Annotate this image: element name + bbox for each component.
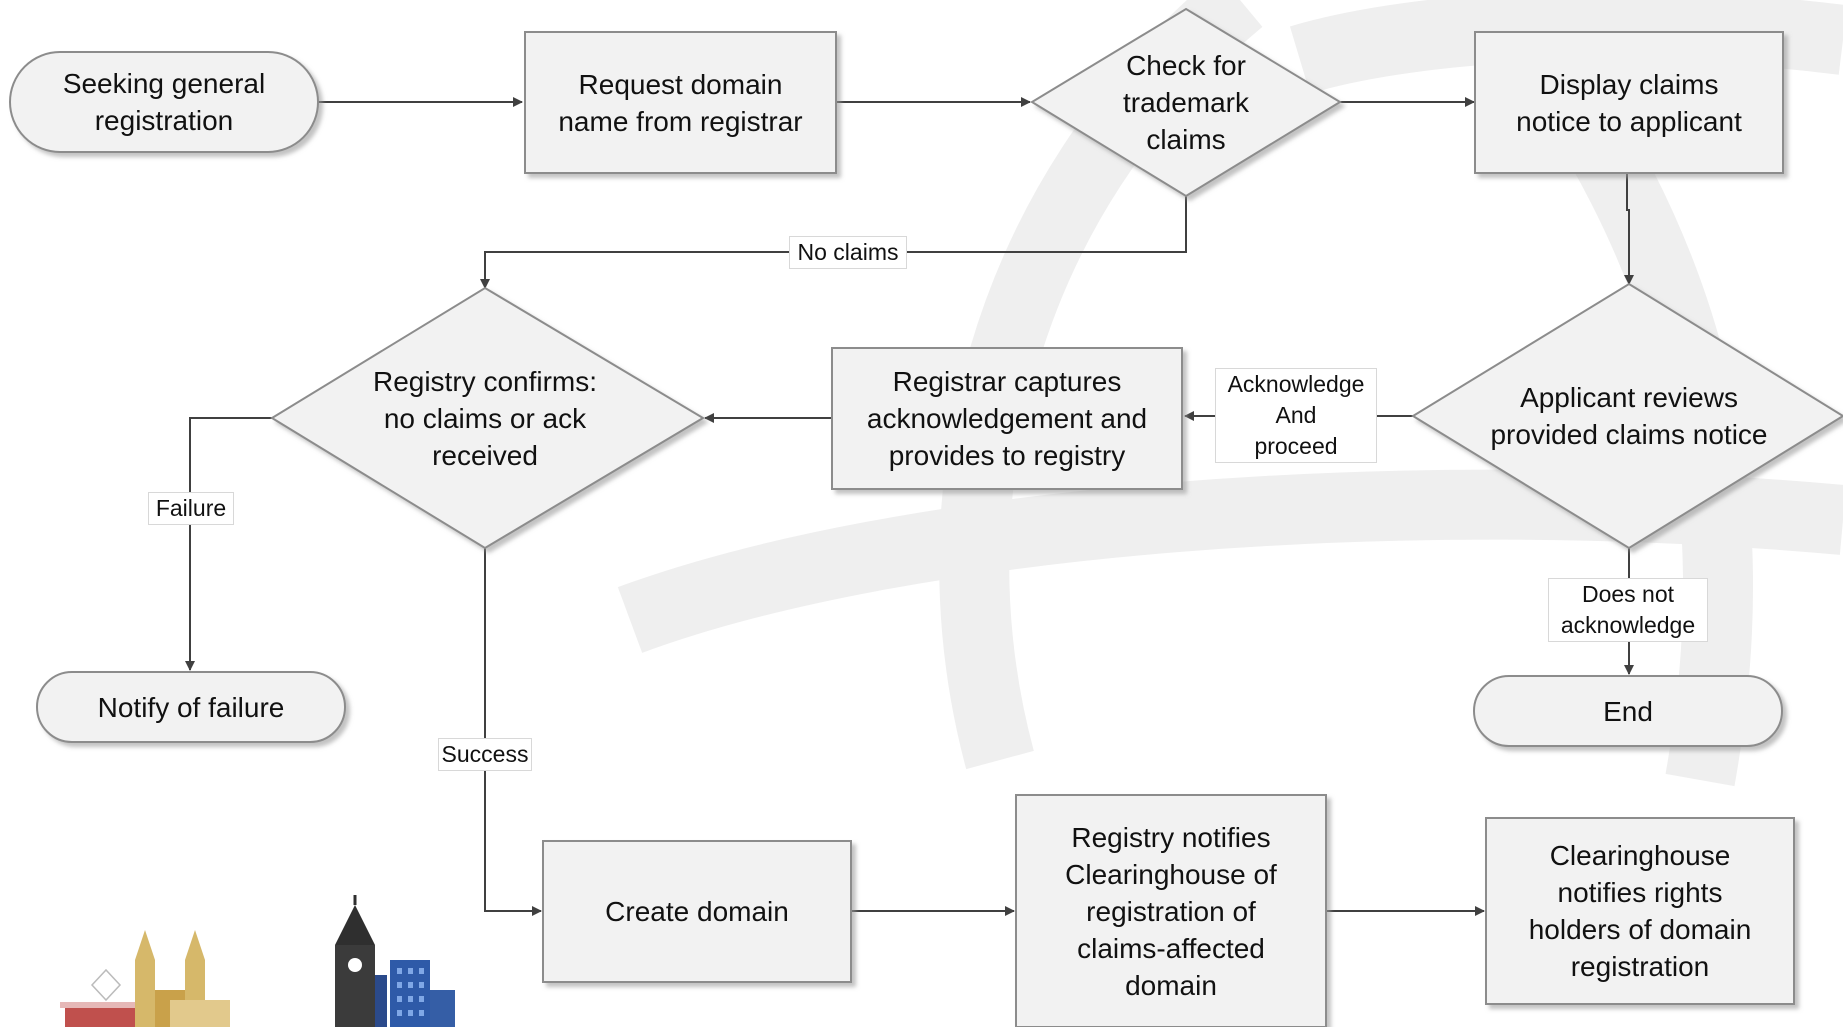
start-terminator — [9, 51, 319, 153]
city-skyline-logo — [60, 895, 455, 1027]
request-domain-label: Request domain name from registrar — [558, 68, 803, 137]
edge-registry-failure — [185, 417, 272, 671]
clearinghouse-notifies-box — [1485, 817, 1795, 1005]
notify-failure-terminator — [36, 671, 346, 743]
notify-failure-label: Notify of failure — [97, 691, 285, 723]
registry-notifies-box — [1015, 794, 1327, 1027]
edge-label-failure: Failure — [148, 492, 234, 525]
edge-label-no-claims: No claims — [789, 236, 907, 269]
registry-confirms-label: Registry confirms: no claims or ack rece… — [372, 365, 598, 471]
edge-registry-success — [484, 548, 542, 916]
check-trademark-decision — [1030, 7, 1342, 198]
create-domain-box — [542, 840, 852, 983]
check-trademark-label: Check for trademark claims — [1122, 50, 1250, 155]
edge-label-acknowledge: Acknowledge And proceed — [1215, 368, 1377, 463]
registrar-captures-box — [831, 347, 1183, 490]
end-terminator — [1473, 675, 1783, 747]
edge-label-success: Success — [438, 738, 532, 771]
end-label: End — [1603, 695, 1653, 727]
applicant-reviews-decision — [1411, 282, 1843, 550]
display-claims-box — [1474, 31, 1784, 174]
registry-notifies-label: Registry notifies Clearinghouse of regis… — [1065, 821, 1277, 1001]
applicant-reviews-label: Applicant reviews provided claims notice — [1490, 382, 1768, 450]
registry-confirms-decision — [270, 286, 705, 550]
edge-label-does-not-acknowledge: Does not acknowledge — [1548, 578, 1708, 642]
display-claims-label: Display claims notice to applicant — [1516, 68, 1742, 137]
request-domain-box — [524, 31, 837, 174]
start-label: Seeking general registration — [62, 68, 266, 136]
create-domain-label: Create domain — [605, 896, 789, 927]
registrar-captures-label: Registrar captures acknowledgement and p… — [866, 366, 1148, 471]
clearinghouse-notifies-label: Clearinghouse notifies rights holders of… — [1528, 840, 1752, 982]
edge-display-to-applicant — [1624, 173, 1634, 285]
